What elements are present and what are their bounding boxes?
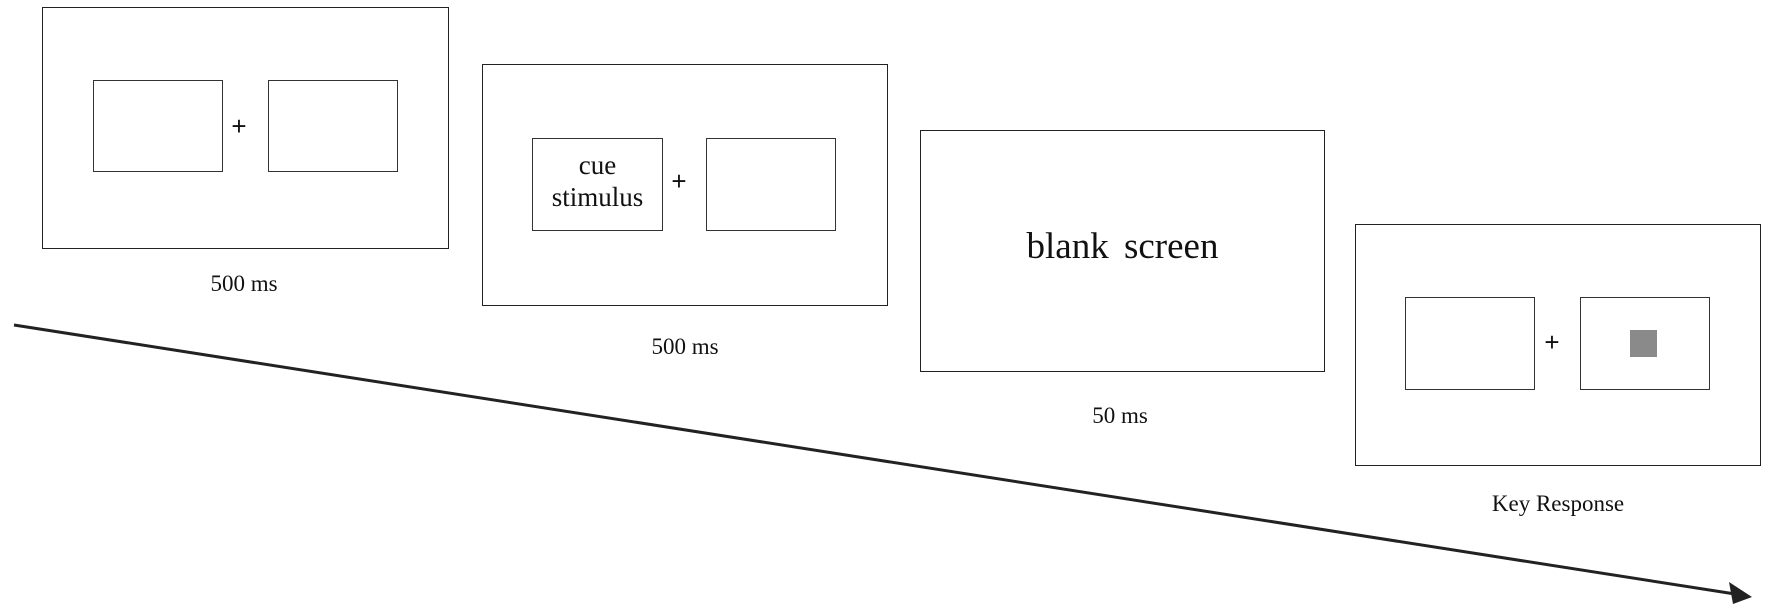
left-placeholder-box	[1405, 297, 1535, 390]
fixation-cross: +	[231, 111, 247, 141]
duration-label-blank: 50 ms	[1092, 403, 1148, 428]
target-display-frame: +	[1355, 224, 1761, 466]
right-placeholder-box	[706, 138, 836, 231]
fixation-cross: +	[1544, 327, 1560, 357]
target-square	[1630, 330, 1657, 357]
cue-box: cue stimulus	[532, 138, 663, 231]
duration-label-cue: 500 ms	[651, 334, 719, 359]
left-placeholder-box	[93, 80, 223, 172]
right-target-box	[1580, 297, 1710, 390]
blank-screen-label: blank screen	[1026, 226, 1219, 267]
right-placeholder-box	[268, 80, 398, 172]
cue-stimulus-label: cue stimulus	[551, 150, 644, 212]
key-response-label: Key Response	[1491, 491, 1625, 516]
fixation-display-frame: +	[42, 7, 449, 249]
timeline-line	[13, 323, 1736, 596]
blank-screen-frame: blank screen	[920, 130, 1325, 372]
duration-label-fixation: 500 ms	[210, 271, 278, 296]
cue-display-frame: cue stimulus +	[482, 64, 888, 306]
fixation-cross: +	[671, 166, 687, 196]
timeline-arrowhead	[1729, 582, 1752, 604]
